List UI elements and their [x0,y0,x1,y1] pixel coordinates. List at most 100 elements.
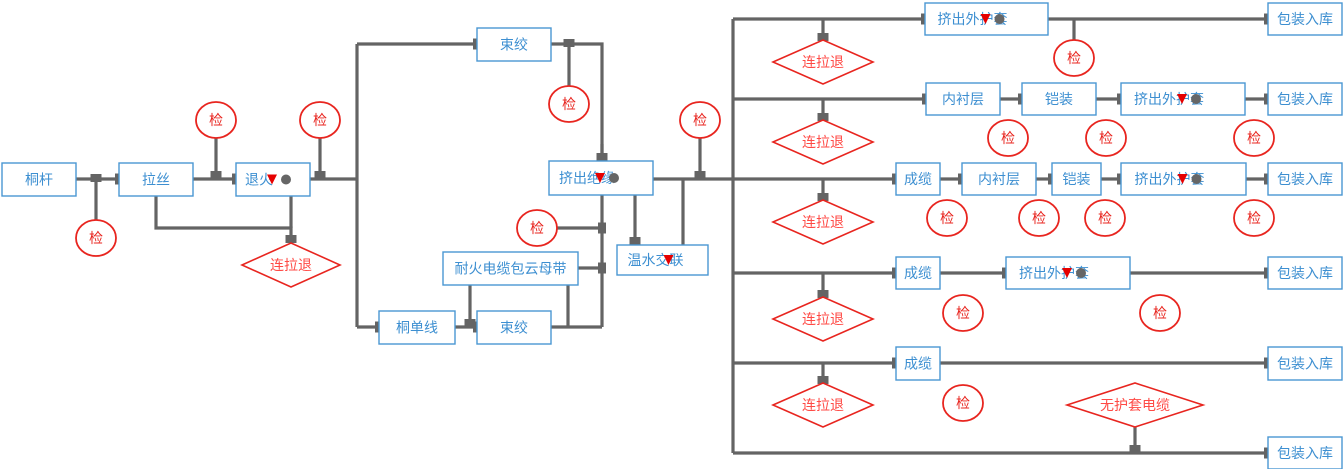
process-node-lasi[interactable]: 拉丝 [118,162,194,197]
inspection-node-i-tuihuo[interactable]: 检 [299,101,341,139]
edge-arrow [596,153,608,161]
triangle-mark-icon [663,255,674,265]
process-box [476,310,552,345]
process-node-r6-pack[interactable]: 包装入库 [1267,436,1343,469]
process-node-wenshui[interactable]: 温水交联 [616,244,709,276]
inspection-shape [1053,39,1095,77]
inspection-node-i-r3a[interactable]: 检 [926,199,968,237]
inspection-shape [195,101,237,139]
process-box [476,27,552,62]
process-node-r4-pack[interactable]: 包装入库 [1267,256,1343,290]
process-node-r3-sheath[interactable]: 挤出外护套 [1120,162,1247,196]
decision-node-d-r1[interactable]: 连拉退 [771,39,875,85]
process-box [1267,436,1343,469]
inspection-shape [942,384,984,422]
inspection-node-i-r3b[interactable]: 检 [1018,199,1060,237]
dot-mark-icon [609,173,619,183]
process-node-r4-sheath[interactable]: 挤出外护套 [1005,256,1131,290]
inspection-node-i-shujiao[interactable]: 检 [548,85,590,123]
inspection-label: 检 [1099,131,1113,147]
process-label: 耐火电缆包云母带 [455,262,567,278]
process-label: 挤出外护套 [1019,266,1089,282]
inspection-node-i-mid[interactable]: 检 [516,209,558,247]
edge-arrow [817,193,829,201]
process-node-shujiao-bot[interactable]: 束绞 [476,310,552,345]
triangle-mark-icon [1177,94,1187,104]
inspection-node-i-r2c[interactable]: 检 [1233,119,1275,157]
edge-e-lasi-down [154,196,293,243]
edge-arrow [210,171,222,179]
process-label: 内衬层 [978,172,1020,188]
dot-mark-icon [1076,268,1086,278]
process-box [1267,162,1343,196]
inspection-node-i-r2a[interactable]: 检 [987,119,1029,157]
process-node-r2-liner[interactable]: 内衬层 [925,82,1001,116]
edge-arrow [629,237,641,245]
process-box [616,244,709,276]
process-node-r1-sheath[interactable]: 挤出外护套 [924,2,1049,36]
decision-node-d-r2[interactable]: 连拉退 [771,119,875,165]
triangle-mark-icon [267,174,277,185]
inspection-node-i-r4a[interactable]: 检 [942,294,984,332]
inspection-label: 检 [1247,211,1261,227]
process-node-jichujueyuan[interactable]: 挤出绝缘 [548,160,654,196]
decision-label: 连拉退 [802,398,844,414]
process-node-shujiao-top[interactable]: 束绞 [476,27,552,62]
process-label: 挤出绝缘 [559,171,615,187]
inspection-shape [299,101,341,139]
inspection-node-i-r1[interactable]: 检 [1053,39,1095,77]
inspection-node-i-r2b[interactable]: 检 [1085,119,1127,157]
process-node-r5-pack[interactable]: 包装入库 [1267,346,1343,381]
process-label: 挤出外护套 [938,12,1008,28]
inspection-node-i-tonggan[interactable]: 检 [75,219,117,257]
inspection-node-i-lasi[interactable]: 检 [195,101,237,139]
process-node-tonggan[interactable]: 桐杆 [1,162,77,197]
process-node-r4-cable[interactable]: 成缆 [895,256,941,290]
process-node-r2-armor[interactable]: 铠装 [1021,82,1097,116]
process-node-naihuo[interactable]: 耐火电缆包云母带 [442,251,579,286]
decision-label: 无护套电缆 [1100,398,1170,414]
process-node-r3-armor[interactable]: 铠装 [1051,162,1102,196]
decision-layer: 连拉退连拉退连拉退连拉退连拉退连拉退无护套电缆 [240,39,1206,428]
dot-mark-icon [994,14,1005,24]
process-node-r3-liner[interactable]: 内衬层 [961,162,1037,196]
process-node-tuihuo[interactable]: 退火 [235,162,311,197]
triangle-mark-icon [1177,174,1188,184]
inspection-shape [1233,199,1275,237]
inspection-label: 检 [1001,131,1015,147]
triangle-mark-icon [1062,268,1072,278]
decision-node-d-r4[interactable]: 连拉退 [771,296,875,342]
inspection-shape [1139,294,1181,332]
inspection-node-i-r5a[interactable]: 检 [942,384,984,422]
edge-arrow [817,113,829,121]
process-box [1267,346,1343,381]
process-node-r2-sheath[interactable]: 挤出外护套 [1120,82,1246,116]
inspection-node-i-r4b[interactable]: 检 [1139,294,1181,332]
decision-shape [771,39,875,85]
process-node-r5-cable[interactable]: 成缆 [895,346,941,381]
decision-node-d-r3[interactable]: 连拉退 [771,199,875,245]
inspection-node-i-trunk[interactable]: 检 [679,101,721,139]
process-node-r1-pack[interactable]: 包装入库 [1267,2,1343,36]
process-label: 包装入库 [1277,266,1333,282]
inspection-node-i-r3c[interactable]: 检 [1084,199,1126,237]
process-node-r3-pack[interactable]: 包装入库 [1267,162,1343,196]
inspection-label: 检 [1153,306,1167,322]
inspection-node-i-r3d[interactable]: 检 [1233,199,1275,237]
decision-node-d-left[interactable]: 连拉退 [240,242,342,288]
decision-node-d-nosheath[interactable]: 无护套电缆 [1064,382,1206,428]
edge-arrow [817,290,829,298]
process-node-tongdanxian[interactable]: 桐单线 [378,310,456,345]
process-box [1021,82,1097,116]
decision-node-d-r5[interactable]: 连拉退 [771,382,875,428]
inspection-label: 检 [956,306,970,322]
inspection-shape [1233,119,1275,157]
process-box [1,162,77,197]
process-label: 包装入库 [1277,92,1333,108]
process-node-r2-pack[interactable]: 包装入库 [1267,82,1343,116]
process-box [895,346,941,381]
process-node-r3-cable[interactable]: 成缆 [895,162,941,196]
inspection-label: 检 [1247,131,1261,147]
